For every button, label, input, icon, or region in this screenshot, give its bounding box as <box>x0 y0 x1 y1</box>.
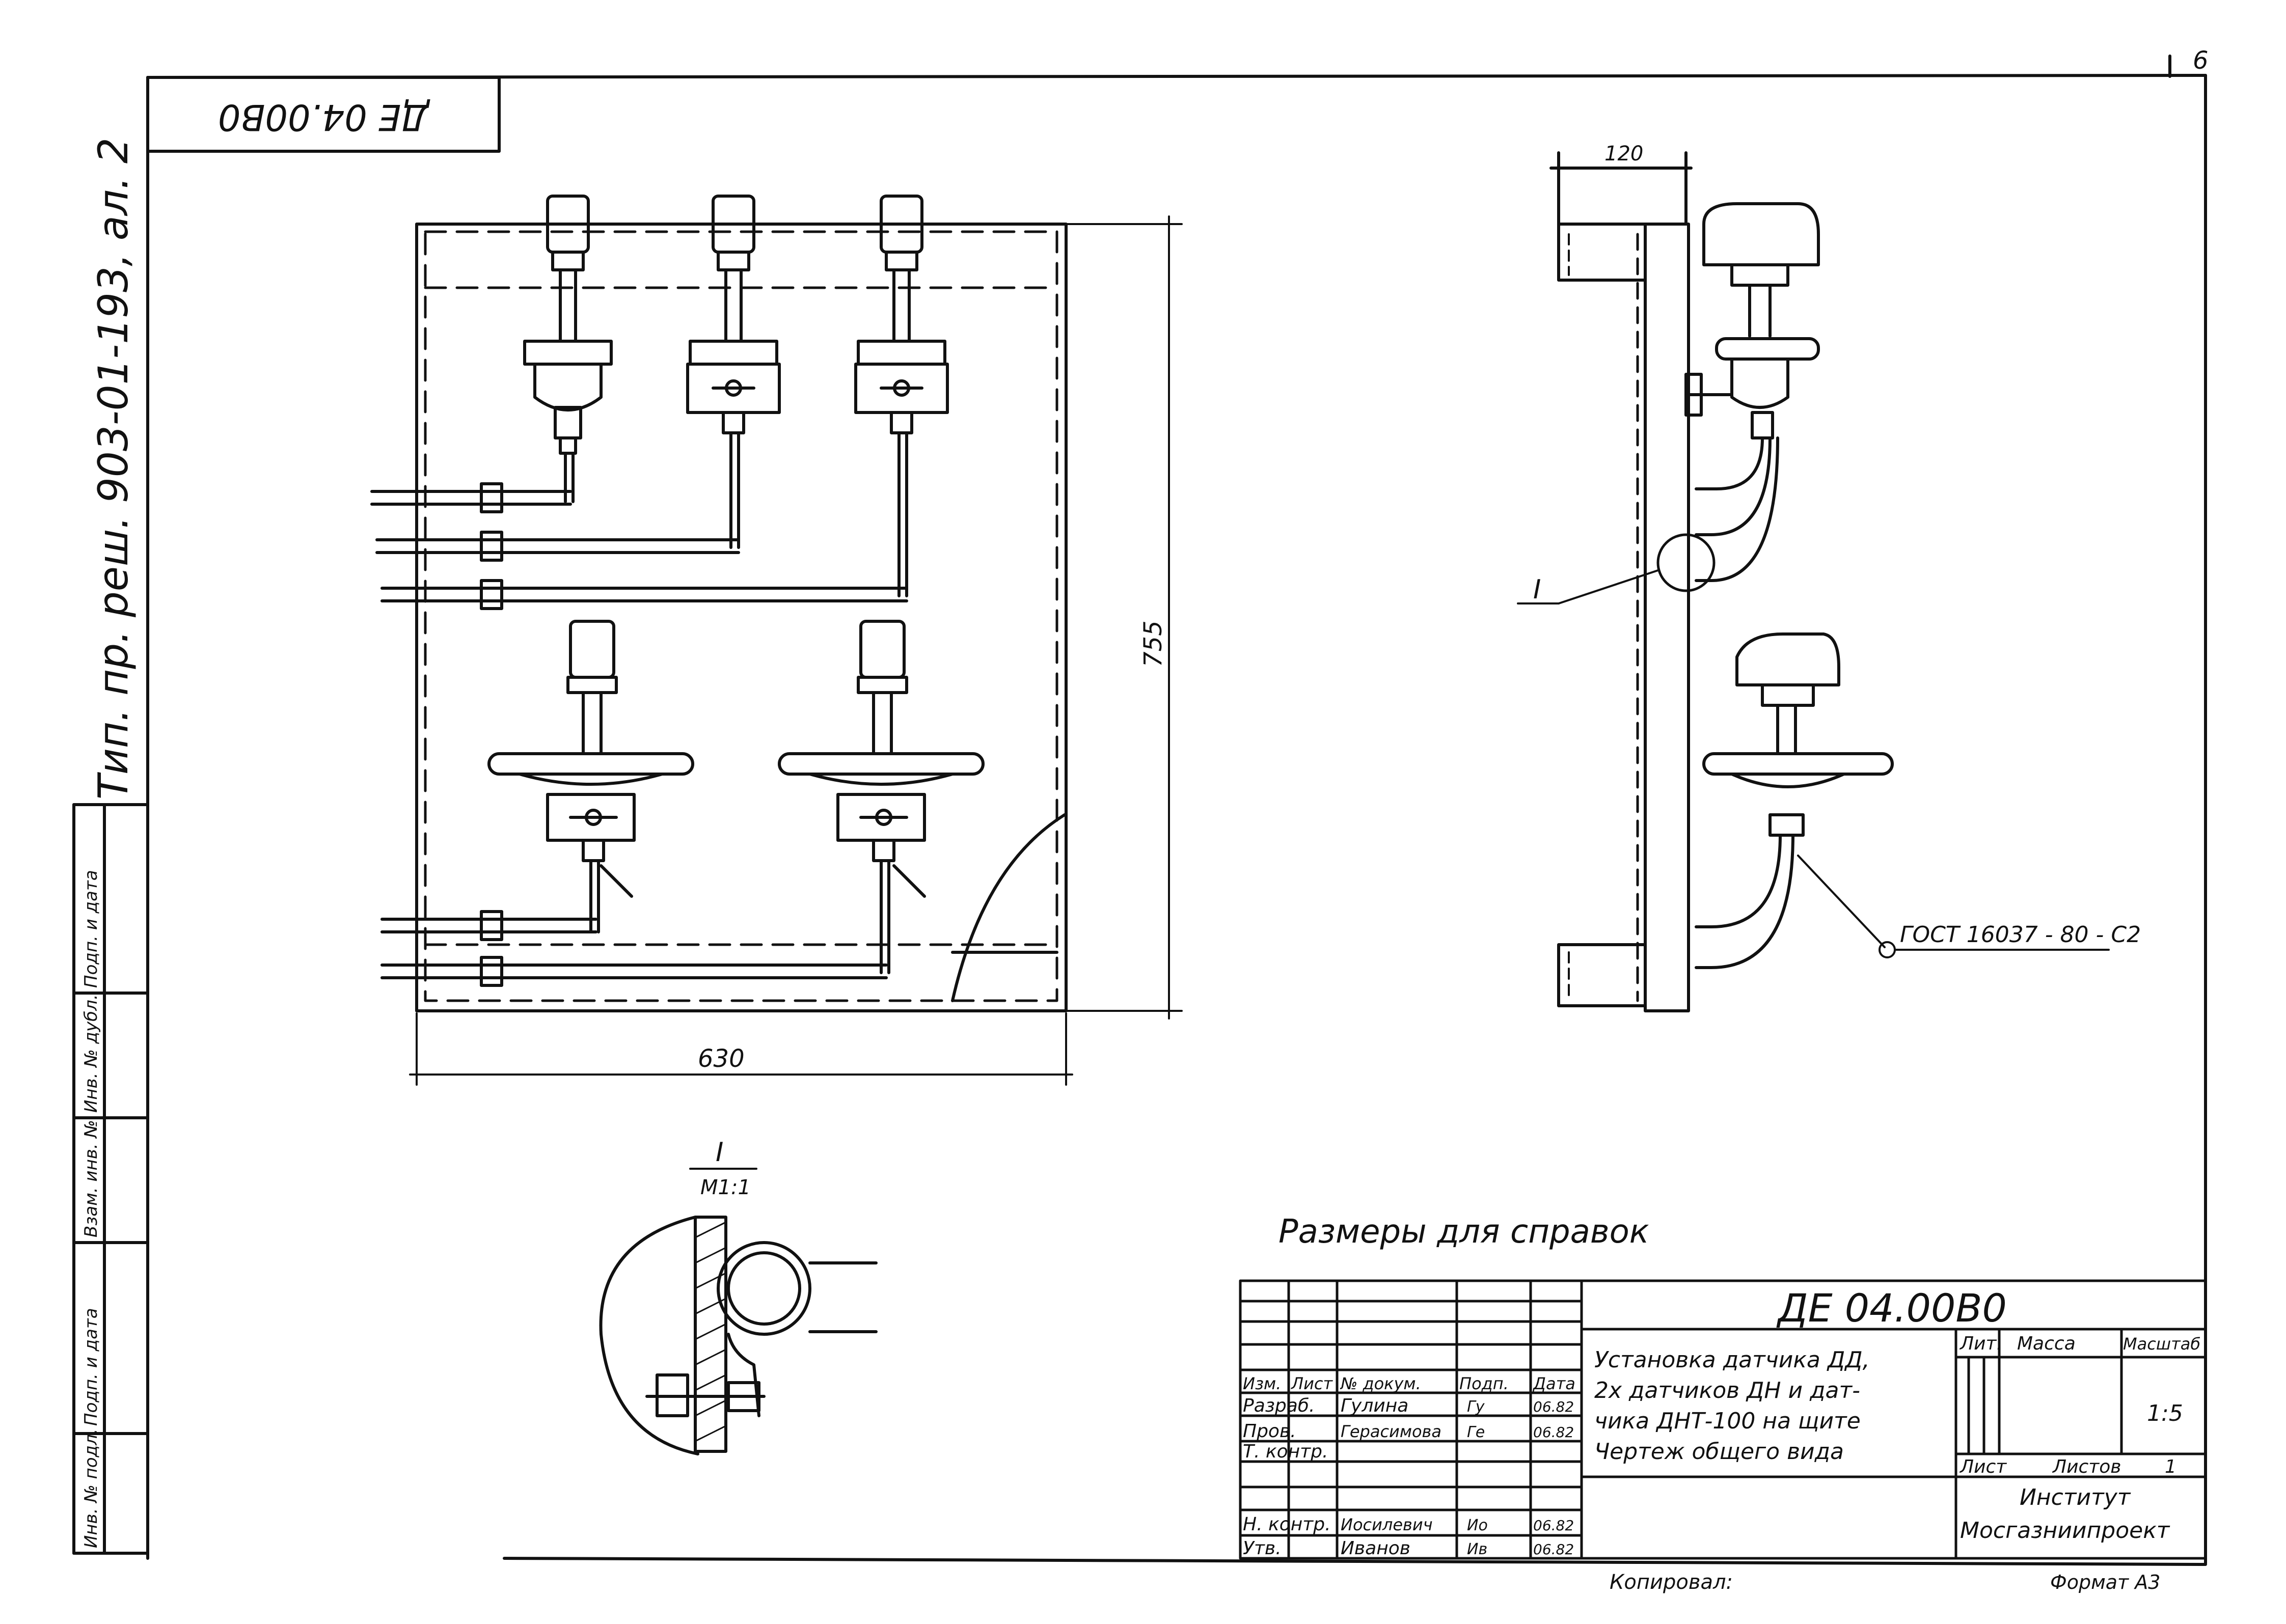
detail-scale: М1:1 <box>700 1176 751 1199</box>
dim-height-755 <box>1065 215 1183 1020</box>
side-col-0: Инв. № подл. <box>81 1428 101 1548</box>
doc-code: ДЕ 04.00В0 <box>1776 1285 2007 1331</box>
row-role-1: Пров. <box>1243 1421 1296 1442</box>
row-sign-3: Ио <box>1467 1517 1488 1534</box>
row-date-1: 06.82 <box>1533 1424 1574 1441</box>
title-line-1: 2х датчиков ДН и дат- <box>1594 1378 1860 1403</box>
sensor-dd-front <box>523 195 613 503</box>
hdr-doc: № докум. <box>1340 1374 1421 1393</box>
sensor-dd-side <box>1684 202 1820 582</box>
sheet-frame <box>146 54 2207 1566</box>
mass-label: Масса <box>2017 1333 2076 1354</box>
impulse-pipes-upper <box>370 482 908 610</box>
hdr-izm: Изм. <box>1243 1374 1281 1393</box>
row-name-0: Гулина <box>1341 1395 1408 1416</box>
sheet-number: 6 <box>2193 46 2209 75</box>
sensor-dn3-front <box>778 620 985 974</box>
hdr-list: Лист <box>1291 1374 1333 1393</box>
sensor-dnt-front <box>487 620 694 933</box>
title-line-0: Установка датчика ДД, <box>1594 1347 1870 1373</box>
side-col-1: Подп. и дата <box>81 1308 101 1426</box>
scale-value: 1:5 <box>2147 1400 2183 1426</box>
row-role-2: Т. контр. <box>1243 1441 1328 1462</box>
dim-width-label: 630 <box>698 1044 745 1073</box>
hdr-podp: Подп. <box>1459 1374 1509 1393</box>
copied-label: Копировал: <box>1610 1571 1733 1594</box>
org-line-2: Мосгазниипроект <box>1960 1518 2170 1544</box>
sensor-dn1-front <box>686 195 781 549</box>
side-view <box>1517 151 2110 1012</box>
callout-label: I <box>1533 574 1541 605</box>
row-sign-0: Гу <box>1467 1398 1485 1416</box>
row-role-0: Разраб. <box>1243 1395 1315 1416</box>
side-binding-strip <box>72 803 149 1555</box>
dim-depth-label: 120 <box>1604 142 1643 166</box>
gost-note: ГОСТ 16037 - 80 - С2 <box>1900 922 2141 948</box>
impulse-pipes-lower <box>380 910 888 987</box>
side-columns: Инв. № подл. Подп. и дата Взам. инв. № И… <box>81 870 101 1548</box>
format-label: Формат А3 <box>2050 1571 2160 1593</box>
side-col-4: Подп. и дата <box>81 870 101 988</box>
row-sign-1: Ге <box>1467 1423 1485 1441</box>
signature-rows: Разраб. Гулина Гу 06.82 Пров. Герасимова… <box>1243 1395 1574 1559</box>
row-date-0: 06.82 <box>1533 1398 1574 1415</box>
scale-label: Масштаб <box>2123 1334 2200 1354</box>
row-role-3: Н. контр. <box>1243 1514 1331 1535</box>
front-view <box>370 195 1183 1086</box>
sensor-dn2-front <box>854 195 949 597</box>
code-stamp-rotated: ДЕ 04.00В0 <box>218 96 430 138</box>
row-role-4: Утв. <box>1243 1538 1282 1559</box>
hdr-data: Дата <box>1532 1374 1575 1393</box>
sensor-dnt-side <box>1695 632 1896 969</box>
detail-label: I <box>716 1137 723 1168</box>
row-name-3: Иосилевич <box>1341 1515 1433 1534</box>
org-line-1: Институт <box>2020 1484 2131 1510</box>
row-name-1: Герасимова <box>1341 1422 1441 1441</box>
dim-width-630 <box>409 1012 1073 1086</box>
title-line-3: Чертеж общего вида <box>1594 1439 1844 1465</box>
reference-note: Размеры для справок <box>1278 1213 1649 1251</box>
lit-label: Лит. <box>1959 1333 2002 1354</box>
row-sign-4: Ив <box>1467 1540 1487 1558</box>
row-name-4: Иванов <box>1341 1538 1410 1559</box>
side-series-label: Тип. пр. реш. 903-01-193, ал. 2 <box>90 137 137 800</box>
side-col-2: Взам. инв. № <box>81 1120 101 1237</box>
row-date-4: 06.82 <box>1533 1541 1574 1558</box>
dim-height-label: 755 <box>1139 620 1167 667</box>
sheets-label: Листов <box>2052 1456 2121 1477</box>
detail-view-I <box>599 1168 878 1455</box>
side-col-3: Инв. № дубл. <box>81 994 101 1113</box>
title-block <box>1239 1279 2207 1560</box>
sheet-label: Лист <box>1959 1456 2007 1477</box>
row-date-3: 06.82 <box>1533 1517 1574 1534</box>
sheets-value: 1 <box>2165 1456 2176 1477</box>
title-line-2: чика ДНТ-100 на щите <box>1594 1408 1861 1434</box>
